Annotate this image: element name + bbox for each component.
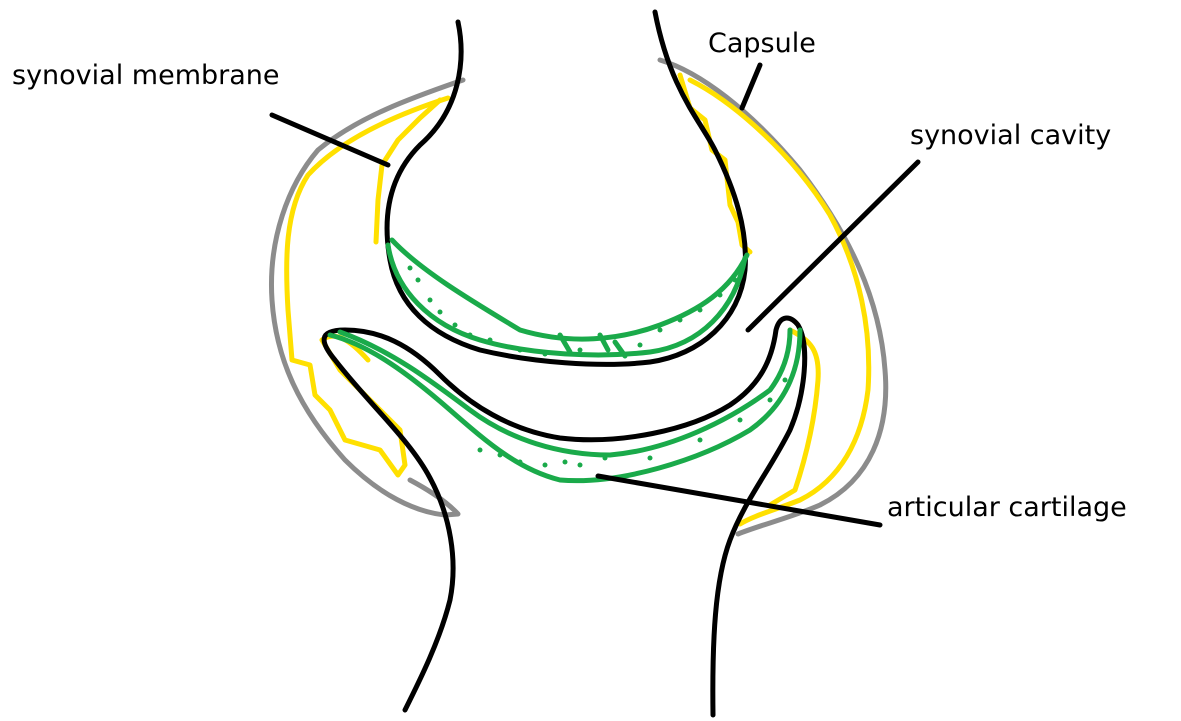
lower-bone-outline	[324, 318, 805, 715]
leader-synovial-cavity	[748, 162, 918, 330]
leader-capsule	[742, 65, 760, 108]
label-capsule: Capsule	[708, 30, 816, 57]
capsule-left	[271, 80, 463, 515]
label-articular-cartilage: articular cartilage	[887, 494, 1127, 521]
label-synovial-cavity: synovial cavity	[910, 122, 1111, 149]
label-synovial-membrane: synovial membrane	[12, 62, 280, 89]
